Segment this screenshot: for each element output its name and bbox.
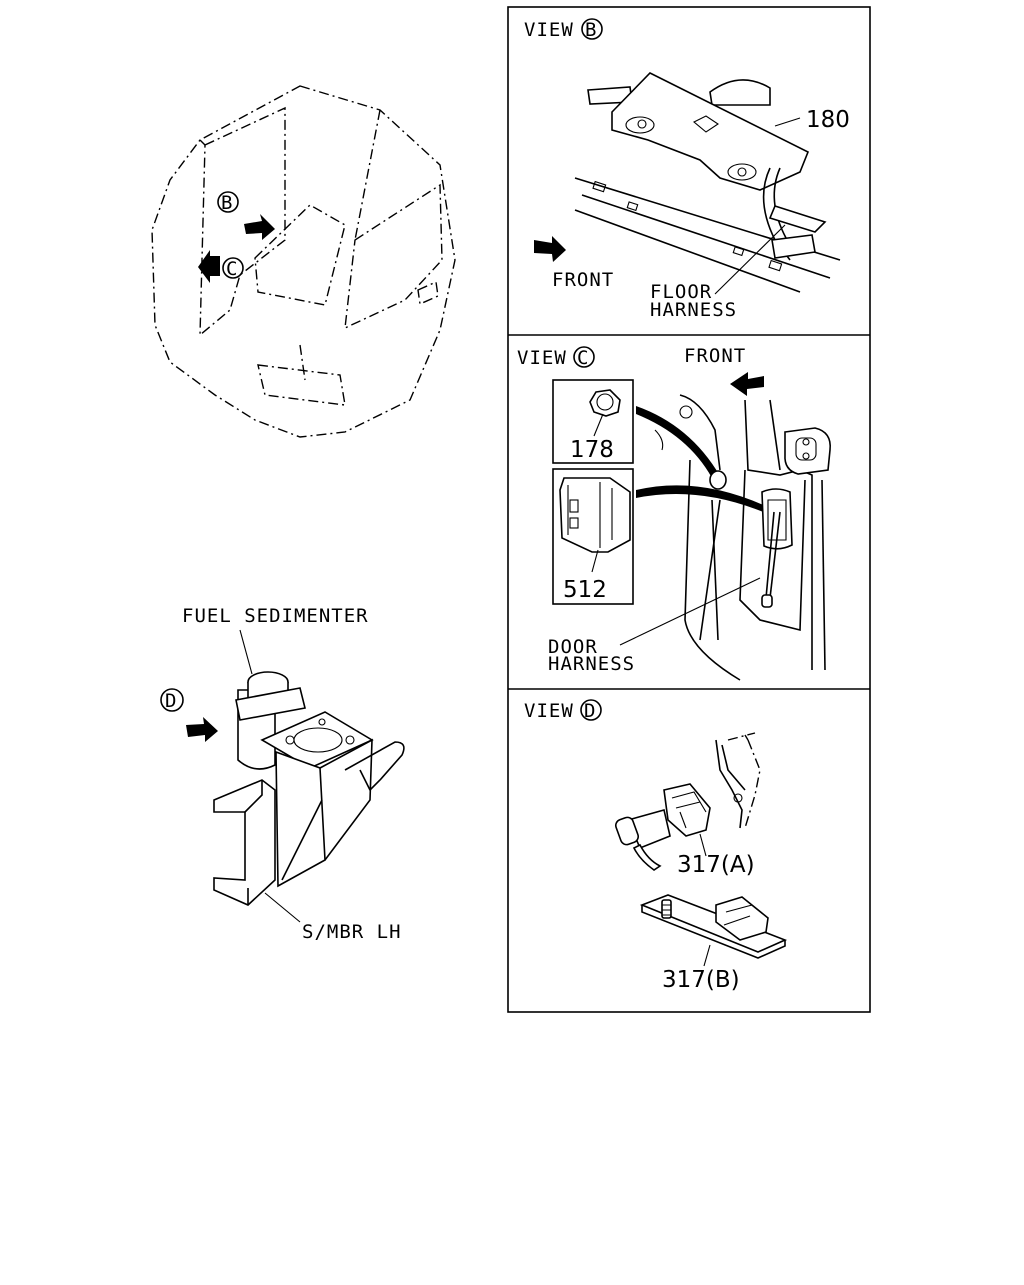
view-c-front-label: FRONT (684, 345, 746, 367)
front-arrow-icon (534, 236, 566, 262)
arrow-left-icon (198, 250, 220, 283)
view-b-front-label: FRONT (552, 269, 614, 291)
cab-marker-c: C (226, 258, 238, 280)
part-512-box (552, 468, 634, 605)
part-178-box (552, 379, 634, 464)
door-harness-line1: DOOR (548, 636, 598, 658)
fuel-sedimenter-label: FUEL SEDIMENTER (182, 605, 369, 627)
smbr-lh-label: S/MBR LH (302, 921, 402, 943)
part-317a-label: 317(A) (677, 852, 755, 878)
view-d-section: VIEW D 317(A) 317(B) (524, 699, 788, 993)
view-b-section: VIEW B 180 FRONT FLOOR HARNESS (524, 18, 850, 321)
marker-c-circle (222, 257, 244, 279)
cab-marker-b: B (221, 192, 233, 214)
view-d-marker-circle (580, 699, 602, 721)
view-b-title: VIEW (524, 19, 574, 41)
part-317b-label: 317(B) (662, 967, 740, 993)
front-arrow-icon (730, 372, 764, 396)
marker-d-circle (160, 688, 184, 712)
sedimenter-marker-d: D (165, 690, 177, 712)
door-harness-line2: HARNESS (548, 653, 635, 675)
view-c-section: VIEW C FRONT 178 512 (517, 345, 832, 681)
view-b-marker-circle (581, 18, 603, 40)
part-512-label: 512 (563, 577, 607, 603)
part-178-label: 178 (570, 437, 614, 463)
view-d-marker: D (584, 700, 596, 722)
floor-harness-line2: HARNESS (650, 299, 737, 321)
detail-views-panel (507, 6, 871, 1013)
cab-illustration: B C (151, 85, 456, 438)
marker-b-circle (217, 191, 239, 213)
view-c-title: VIEW (517, 347, 567, 369)
arrow-right-icon (186, 717, 218, 742)
floor-harness-line1: FLOOR (650, 281, 712, 303)
view-b-marker: B (585, 19, 597, 41)
part-180-label: 180 (806, 107, 850, 133)
fuel-sedimenter-illustration: FUEL SEDIMENTER D S/MBR LH (160, 605, 405, 943)
view-c-marker-circle (573, 346, 595, 368)
arrow-right-icon (244, 214, 275, 240)
view-d-title: VIEW (524, 700, 574, 722)
view-c-marker: C (577, 347, 589, 369)
